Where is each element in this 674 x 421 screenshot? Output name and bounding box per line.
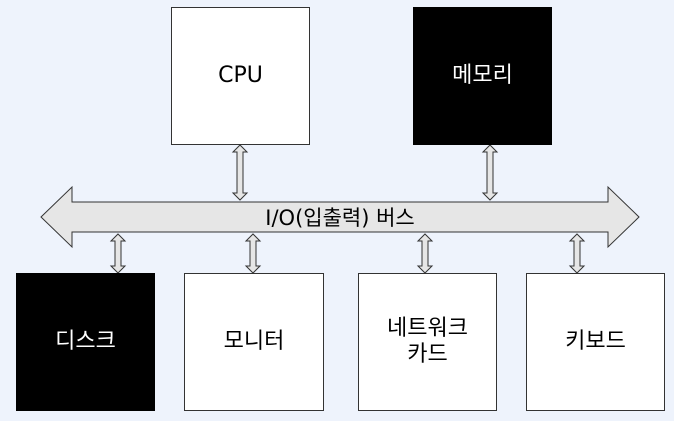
io-bus-arrow <box>40 185 640 249</box>
network-card-label: 네트워크 카드 <box>387 315 468 367</box>
io-bus-label-text: I/O(입출력) 버스 <box>265 206 415 230</box>
cpu-box: CPU <box>171 7 310 145</box>
memory-box: 메모리 <box>413 7 552 145</box>
monitor-label: 모니터 <box>223 328 285 354</box>
memory-label: 메모리 <box>452 62 513 88</box>
cpu-label: CPU <box>218 62 263 88</box>
keyboard-box: 키보드 <box>526 273 665 411</box>
keyboard-label: 키보드 <box>565 328 626 354</box>
network-card-box: 네트워크 카드 <box>358 273 497 411</box>
connector-monitor-bus <box>244 233 262 274</box>
connector-nic-bus <box>416 233 434 274</box>
disk-label: 디스크 <box>55 328 116 354</box>
monitor-box: 모니터 <box>184 273 324 411</box>
connector-disk-bus <box>109 233 127 274</box>
io-bus-label: I/O(입출력) 버스 <box>40 202 640 232</box>
connector-memory-bus <box>481 144 499 201</box>
connector-cpu-bus <box>231 144 249 201</box>
connector-keyboard-bus <box>568 233 586 274</box>
disk-box: 디스크 <box>16 273 155 411</box>
